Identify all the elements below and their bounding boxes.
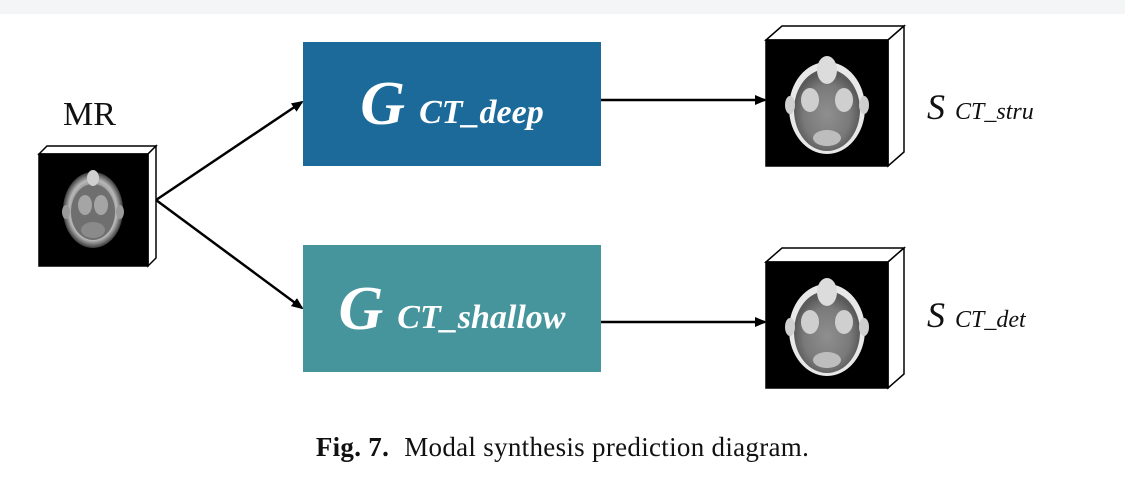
generator-deep-subscript: CT_deep [419, 94, 544, 131]
generator-shallow-box: G CT_shallow [303, 245, 601, 372]
generator-deep-box: G CT_deep [303, 42, 601, 166]
output-stru-symbol: S [927, 87, 945, 127]
ct-det-image-cube [764, 246, 906, 390]
ct-det-brain-scan [785, 278, 869, 376]
generator-shallow-symbol: G [338, 274, 384, 343]
generator-deep-symbol: G [360, 70, 406, 138]
output-det-label: S CT_det [927, 294, 1026, 336]
ct-stru-brain-scan [785, 56, 869, 154]
arrow-mr-to-deep [155, 100, 304, 202]
figure-caption-text: Modal synthesis prediction diagram. [404, 432, 810, 462]
arrow-mr-to-shallow [155, 198, 304, 310]
output-stru-subscript: CT_stru [955, 99, 1034, 125]
top-band [0, 0, 1125, 14]
output-det-symbol: S [927, 295, 945, 335]
figure-number: Fig. 7. [315, 432, 390, 462]
mr-label: MR [63, 96, 116, 133]
generator-shallow-subscript: CT_shallow [397, 298, 566, 336]
mr-image-cube [37, 144, 158, 268]
output-det-subscript: CT_det [955, 307, 1026, 333]
mr-brain-scan [62, 170, 124, 248]
figure-caption: Fig. 7. Modal synthesis prediction diagr… [0, 432, 1125, 463]
output-stru-label: S CT_stru [927, 86, 1034, 128]
ct-stru-image-cube [764, 24, 906, 168]
